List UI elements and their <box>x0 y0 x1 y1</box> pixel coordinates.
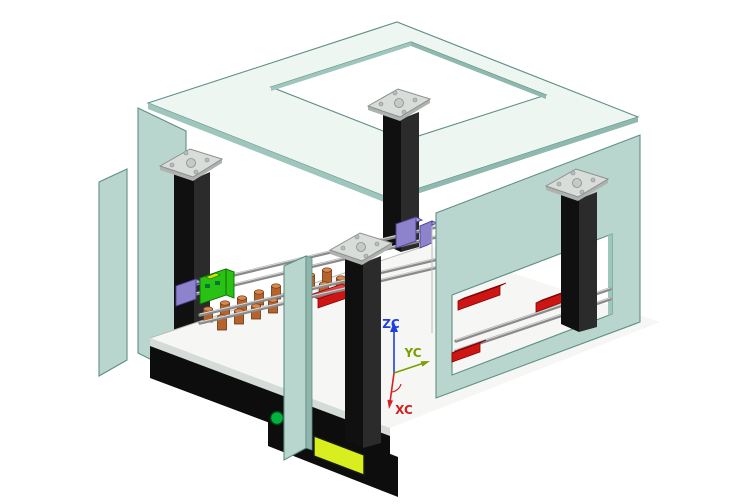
carriage-detail <box>205 284 210 288</box>
carriage-front <box>175 278 197 307</box>
x-axis-arrowhead <box>387 399 393 409</box>
support-column-front[interactable] <box>328 232 394 448</box>
column-cap-screw-hole <box>169 162 175 168</box>
column-cap-center-hole <box>186 158 196 168</box>
column-cap-screw-hole <box>570 170 576 176</box>
column-cap-screw-hole <box>204 157 210 163</box>
carriage-detail <box>215 281 220 285</box>
column-face-left <box>561 191 579 332</box>
column-face-right <box>363 256 381 448</box>
column-face-right <box>401 112 419 252</box>
status-button[interactable] <box>269 410 285 426</box>
carriage-front <box>395 216 417 249</box>
red-clamp-bar[interactable] <box>451 339 487 363</box>
warning-label-plate[interactable] <box>313 434 365 477</box>
wcs-triad[interactable]: ZC YC XC <box>382 317 430 417</box>
column-cap-screw-hole <box>392 90 398 96</box>
column-cap-center-hole <box>572 178 582 188</box>
left-outer-panel[interactable] <box>98 168 128 377</box>
red-bar-front <box>451 342 481 363</box>
window-inner-edge <box>608 234 612 316</box>
carriage-front <box>419 220 433 249</box>
column-cap-screw-hole <box>374 241 380 247</box>
front-middle-panel[interactable] <box>283 255 313 461</box>
y-axis[interactable] <box>393 362 425 374</box>
table-front-side <box>150 338 390 436</box>
column-cap-screw-hole <box>401 109 407 115</box>
support-column-back-center[interactable] <box>366 88 432 252</box>
fixture-pin[interactable] <box>322 267 332 284</box>
fixture-pin[interactable] <box>234 308 244 325</box>
column-face-left <box>383 111 401 252</box>
column-cap-screw-hole <box>579 189 585 195</box>
carriage-side <box>225 268 235 299</box>
column-cap-side <box>368 106 400 121</box>
green-gripper-carriage[interactable] <box>198 268 236 305</box>
column-cap-screw-hole <box>183 150 189 156</box>
y-axis-label: YC <box>403 346 421 360</box>
column-face-right <box>194 172 210 346</box>
column-cap-side <box>193 159 222 181</box>
carriage-yellow-detail <box>205 272 221 280</box>
top-cover-panel[interactable] <box>146 21 640 204</box>
middle-panel-side <box>305 255 313 451</box>
column-face-right <box>579 192 597 332</box>
column-cap-side <box>578 179 608 201</box>
column-cap-screw-hole <box>412 97 418 103</box>
table-surface[interactable] <box>150 245 660 428</box>
purple-carriage-left[interactable] <box>174 278 204 307</box>
top-cover-front-right-edge <box>389 117 638 203</box>
z-axis-arrowhead <box>390 322 398 332</box>
carriage-front <box>199 268 227 305</box>
fixture-pin[interactable] <box>254 289 264 306</box>
x-axis-rotate-arc <box>391 383 402 393</box>
column-cap-center-hole <box>356 242 366 252</box>
top-cover-cutout-edge-left <box>271 42 411 91</box>
column-cap-screw-hole <box>378 101 384 107</box>
column-cap-screw-hole <box>193 169 199 175</box>
column-cap-center-hole <box>394 98 404 108</box>
red-clamp-bar[interactable] <box>457 282 507 311</box>
column-face-left <box>345 255 363 448</box>
purple-carriage-right[interactable] <box>394 216 439 249</box>
column-cap-screw-hole <box>590 177 596 183</box>
support-column-right[interactable] <box>544 168 610 332</box>
x-axis-label: XC <box>395 403 413 417</box>
z-axis-label: ZC <box>382 317 400 331</box>
fixture-pin[interactable] <box>271 283 281 300</box>
column-face-left <box>174 171 194 346</box>
column-cap-side <box>160 166 193 181</box>
column-cap-screw-hole <box>556 181 562 187</box>
column-cap-side <box>330 250 362 265</box>
red-bar-front <box>457 285 501 311</box>
middle-panel-face[interactable] <box>283 255 307 461</box>
column-cap-screw-hole <box>340 245 346 251</box>
rail-carriages[interactable] <box>174 216 439 307</box>
column-cap-screw-hole <box>354 234 360 240</box>
column-cap-screw-hole <box>363 253 369 259</box>
column-cap-side <box>400 99 430 121</box>
top-cover-cutout-edge-right <box>411 42 546 99</box>
x-axis[interactable] <box>389 372 395 403</box>
column-cap-side <box>362 243 392 265</box>
column-cap-side <box>546 186 578 201</box>
y-axis-arrowhead <box>420 361 430 367</box>
top-cover-front-left-edge <box>148 103 389 204</box>
